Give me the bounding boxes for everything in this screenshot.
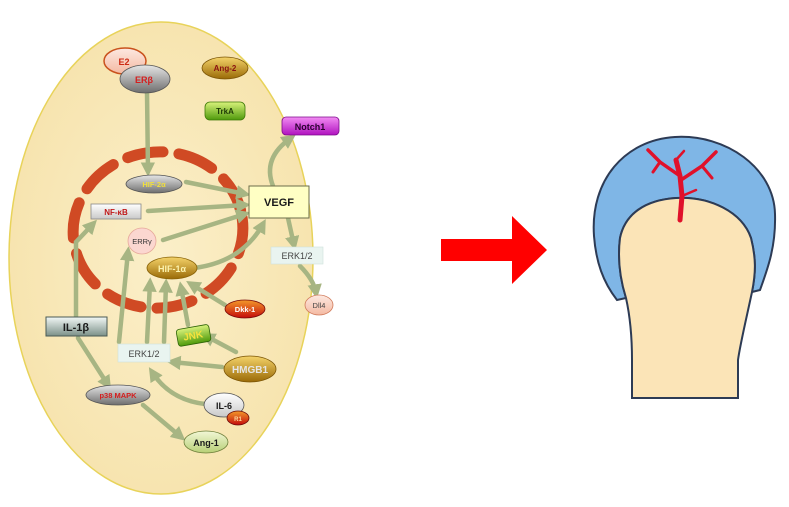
arrow-p38-ang1 [140, 402, 186, 441]
node-erry: ERRγ [127, 227, 157, 255]
node-jnk: JNK [175, 324, 212, 347]
p38-label: p38 MAPK [99, 391, 137, 400]
dkk1-label: Dkk-1 [235, 305, 255, 314]
trka-label: TrkA [216, 107, 234, 116]
arrow-erry-vegf [160, 209, 251, 243]
notch1-label: Notch1 [295, 122, 326, 132]
node-hif1a: HIF-1α [146, 256, 198, 280]
dll4-label: Dll4 [313, 301, 326, 310]
arrow-vegf-notch1 [267, 134, 296, 189]
node-il1b: IL-1β [45, 316, 108, 337]
erry-label: ERRγ [132, 237, 152, 246]
jnk-label: JNK [182, 329, 204, 343]
erk-left-label: ERK1/2 [128, 349, 159, 359]
node-il6-receptor: R1 [226, 410, 250, 426]
node-ang2: Ang-2 [201, 56, 249, 80]
bone-shaft [617, 196, 756, 399]
node-vegf: VEGF [248, 185, 310, 219]
erb-label: ERβ [135, 75, 154, 85]
arrow-nfkb-vegf [145, 198, 251, 214]
arrow-il1b-p38 [75, 335, 112, 390]
arrow-hif2a-vegf [183, 179, 251, 200]
node-erb: ERβ [119, 64, 171, 94]
blood-vessel-tree [646, 148, 718, 223]
node-dkk1: Dkk-1 [224, 299, 266, 319]
node-ang1: Ang-1 [183, 430, 229, 454]
arrow-hmgb1-erk [166, 355, 225, 371]
arrow-erk-dll4 [297, 263, 322, 299]
node-hmgb1: HMGB1 [223, 355, 277, 383]
arrow-il1b-nfkb [73, 219, 97, 319]
node-p38: p38 MAPK [85, 384, 151, 406]
node-il6: IL-6 [203, 392, 245, 418]
ang1-label: Ang-1 [193, 438, 219, 448]
il6-receptor-label: R1 [234, 417, 242, 423]
vegf-label: VEGF [264, 197, 294, 209]
hif1a-label: HIF-1α [158, 264, 187, 274]
node-trka: TrkA [204, 101, 246, 121]
arrow-erkleft-hif1a-b [158, 278, 173, 345]
ang2-label: Ang-2 [214, 64, 237, 73]
arrow-hif1a-vegf [191, 218, 266, 271]
arrow-erkleft-hif1a-a [142, 277, 157, 345]
node-hif2a: HIF-2α [125, 174, 183, 194]
node-nfkb: NF-κB [90, 203, 142, 220]
node-notch1: Notch1 [281, 116, 340, 136]
arrow-erkleft-erry [116, 246, 135, 345]
hmgb1-label: HMGB1 [232, 365, 269, 376]
il1b-label: IL-1β [63, 322, 90, 334]
node-erk-right: ERK1/2 [270, 246, 324, 265]
arrow-erb-hif2a [140, 89, 156, 177]
arrow-vegf-erk [285, 215, 300, 251]
pathway-arrows [73, 89, 322, 441]
e2-label: E2 [118, 57, 129, 67]
big-red-arrow [441, 216, 547, 284]
arrow-dkk1-hif1a [186, 280, 228, 308]
node-erk-left: ERK1/2 [117, 343, 171, 363]
arrow-il6-erk [148, 367, 208, 407]
erk-right-label: ERK1/2 [281, 251, 312, 261]
arrow-jnk-hif1a [175, 281, 191, 328]
il6-label: IL-6 [216, 401, 232, 411]
node-dll4: Dll4 [304, 294, 334, 316]
hif2a-label: HIF-2α [142, 180, 166, 189]
nfkb-label: NF-κB [104, 208, 128, 217]
bone-illustration [592, 135, 777, 399]
